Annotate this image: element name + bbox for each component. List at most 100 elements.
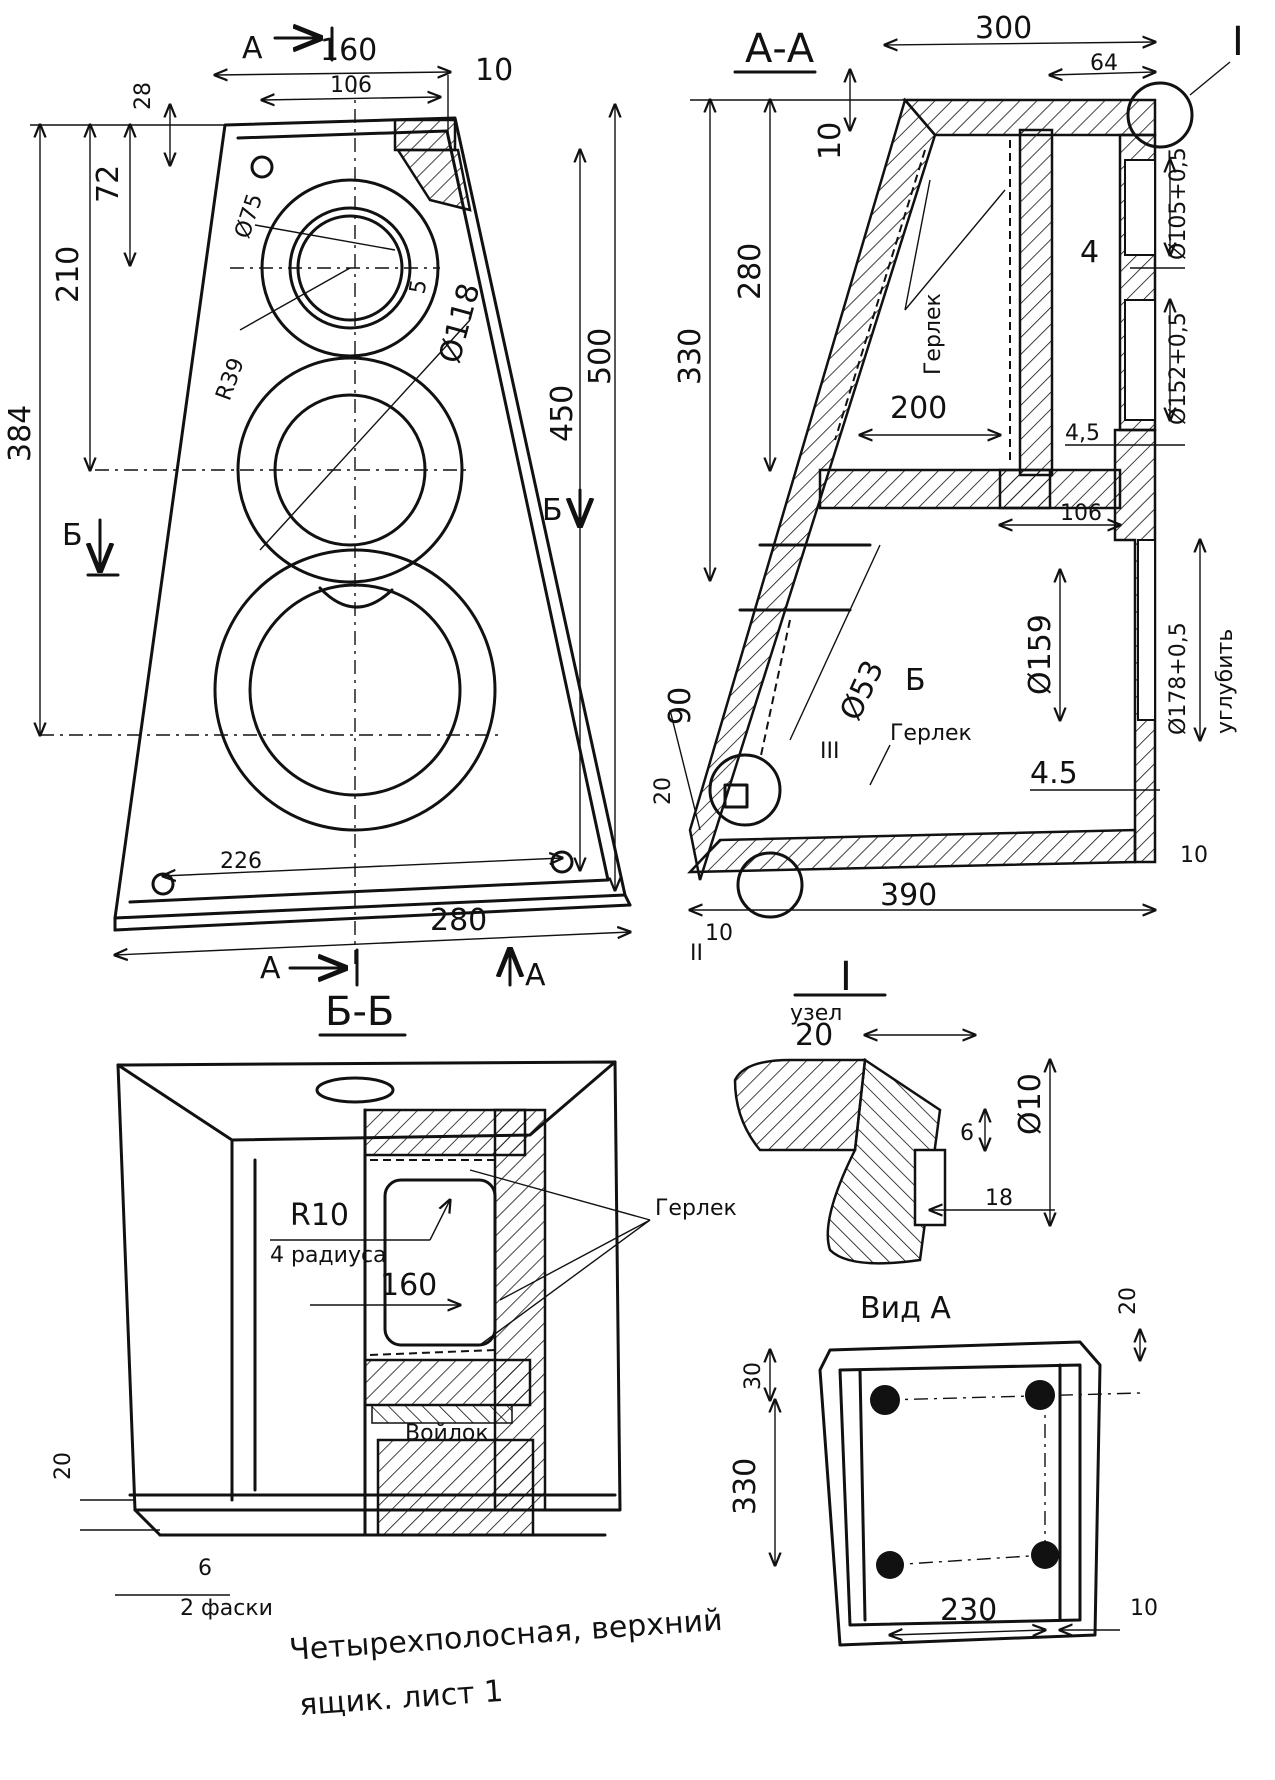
bb-dim-160: 160 — [380, 1268, 437, 1303]
front-top-block — [393, 118, 457, 152]
bb-chamfer-note: 2 фаски — [180, 1596, 273, 1621]
dim-r39: R39 — [211, 355, 249, 404]
aa-corner-block — [723, 783, 749, 809]
view-a-title: Вид А — [860, 1291, 951, 1326]
aa-dim-4: 4 — [1080, 235, 1099, 270]
bb-radius-note: 4 радиуса — [270, 1243, 387, 1268]
bb-dim-r10: R10 — [290, 1198, 349, 1233]
aa-dim-64: 64 — [1090, 51, 1118, 76]
section-aa-title: А-А — [745, 26, 815, 72]
detail-i: I узел 20 6 Ø10 18 — [733, 954, 1055, 1265]
aa-dim-330: 330 — [673, 328, 708, 385]
detail-i-circle — [1126, 81, 1194, 149]
detail-i-subtitle: узел — [790, 1001, 842, 1026]
detail-i-leader — [1189, 61, 1231, 96]
bb-felt — [371, 1404, 513, 1424]
front-base-corner — [623, 893, 632, 907]
aa-sealant-front — [834, 149, 926, 441]
aa-dim-200: 200 — [890, 391, 947, 426]
dim-450: 450 — [545, 385, 580, 442]
aa-dim-line-64 — [1050, 72, 1155, 75]
dim-tweeter-dia: Ø75 — [230, 191, 268, 242]
aa-sealant-lower — [759, 619, 791, 761]
dim-280: 280 — [430, 903, 487, 938]
view-a-rail-left — [858, 1368, 867, 1622]
dim-mid-dia: Ø118 — [433, 280, 488, 367]
aa-dim-90: 90 — [663, 687, 698, 725]
aa-dim-10-right: 10 — [1180, 843, 1208, 868]
dim-line-226 — [163, 858, 562, 876]
view-a-axis-bottom — [889, 1554, 1046, 1566]
aa-shelf-back — [998, 468, 1122, 510]
aa-sealant-leader-1 — [904, 179, 931, 311]
caption-line-2: ящик. лист 1 — [298, 1674, 504, 1723]
bb-sealant-leader-1 — [469, 1169, 651, 1221]
aa-dim-159: Ø159 — [1023, 614, 1058, 695]
dim-line-160 — [215, 72, 450, 75]
bb-bottom-bevel-l — [133, 1508, 162, 1537]
front-inner-outline — [128, 129, 610, 904]
detail-i-top-piece — [733, 1058, 867, 1152]
aa-sealant-leader-3 — [869, 744, 891, 786]
view-a-dim-30: 30 — [741, 1362, 766, 1390]
section-aa: А-А I III II 300 64 — [651, 11, 1244, 966]
detail-ii-circle — [736, 851, 804, 919]
bb-bottom-block — [376, 1438, 535, 1537]
view-a-dim-230: 230 — [940, 1593, 997, 1628]
detail-iii-circle — [708, 753, 782, 827]
bb-dim-20: 20 — [51, 1452, 76, 1480]
detail-i-title: I — [840, 954, 852, 1000]
view-a-axis-top — [884, 1392, 1141, 1401]
detail-ii-mark: II — [690, 941, 703, 966]
aa-dim-port: Ø53 — [833, 655, 891, 726]
view-a-dim-330: 330 — [728, 1458, 763, 1515]
detail-iii-mark: III — [820, 739, 839, 764]
dim-line-106 — [262, 97, 440, 100]
screw-hole-bottom-right — [550, 850, 574, 874]
bb-dim-6: 6 — [198, 1556, 212, 1581]
section-mark-b-right: Б — [542, 493, 563, 528]
aa-sealant-leader-2 — [904, 189, 1006, 311]
aa-sealant-label-1: Герлек — [921, 293, 946, 375]
section-mark-a-right: A — [525, 958, 546, 993]
detail-i-dowel-hole — [913, 1148, 947, 1227]
view-a-dim-line-230 — [890, 1630, 1045, 1635]
detail-i-dim-20: 20 — [795, 1018, 833, 1053]
front-base-line — [113, 903, 632, 932]
aa-dim-20: 20 — [651, 777, 676, 805]
bb-opening — [383, 1178, 497, 1347]
dim-28: 28 — [131, 82, 156, 110]
aa-dim-10: 10 — [813, 122, 848, 160]
r39-leader — [239, 267, 351, 331]
section-mark-a-bottom: A — [260, 951, 281, 986]
detail-i-side-piece — [826, 1057, 942, 1265]
detail-i-dim-18: 18 — [985, 1186, 1013, 1211]
section-bb: Б-Б R10 4 радиуса 160 Герлек Войлок 20 — [51, 989, 737, 1621]
aa-dim-45b: 4.5 — [1030, 756, 1078, 791]
aa-dim-280: 280 — [733, 243, 768, 300]
dim-500: 500 — [583, 328, 618, 385]
screw-hole-top — [250, 155, 274, 179]
view-a-dim-10: 10 — [1130, 1596, 1158, 1621]
section-mark-b-left: Б — [62, 518, 83, 553]
front-view: 160 106 10 28 72 210 384 Ø75 R39 5 Ø118 … — [3, 28, 630, 993]
aa-dim-300: 300 — [975, 11, 1032, 46]
aa-dim-line-300 — [885, 42, 1155, 45]
front-top-bevel — [395, 148, 472, 212]
section-bb-title: Б-Б — [325, 989, 394, 1035]
view-a: Вид А 20 30 330 230 10 — [728, 1287, 1158, 1647]
aa-port-leader — [789, 544, 881, 741]
dim-line-280 — [115, 932, 630, 955]
detail-i-dim-dia: Ø10 — [1013, 1073, 1048, 1135]
bb-sealant-label: Герлек — [655, 1196, 737, 1221]
aa-dim-390: 390 — [880, 878, 937, 913]
view-a-hole-tr — [1025, 1380, 1055, 1410]
bb-outer-box — [116, 1060, 622, 1512]
aa-inner-partition — [1018, 128, 1054, 477]
bb-port-hole — [315, 1076, 395, 1104]
view-a-dim-20: 20 — [1116, 1287, 1141, 1315]
aa-hole-1 — [1124, 159, 1156, 256]
aa-front-wall — [688, 97, 937, 881]
woofer-notch — [318, 586, 394, 609]
